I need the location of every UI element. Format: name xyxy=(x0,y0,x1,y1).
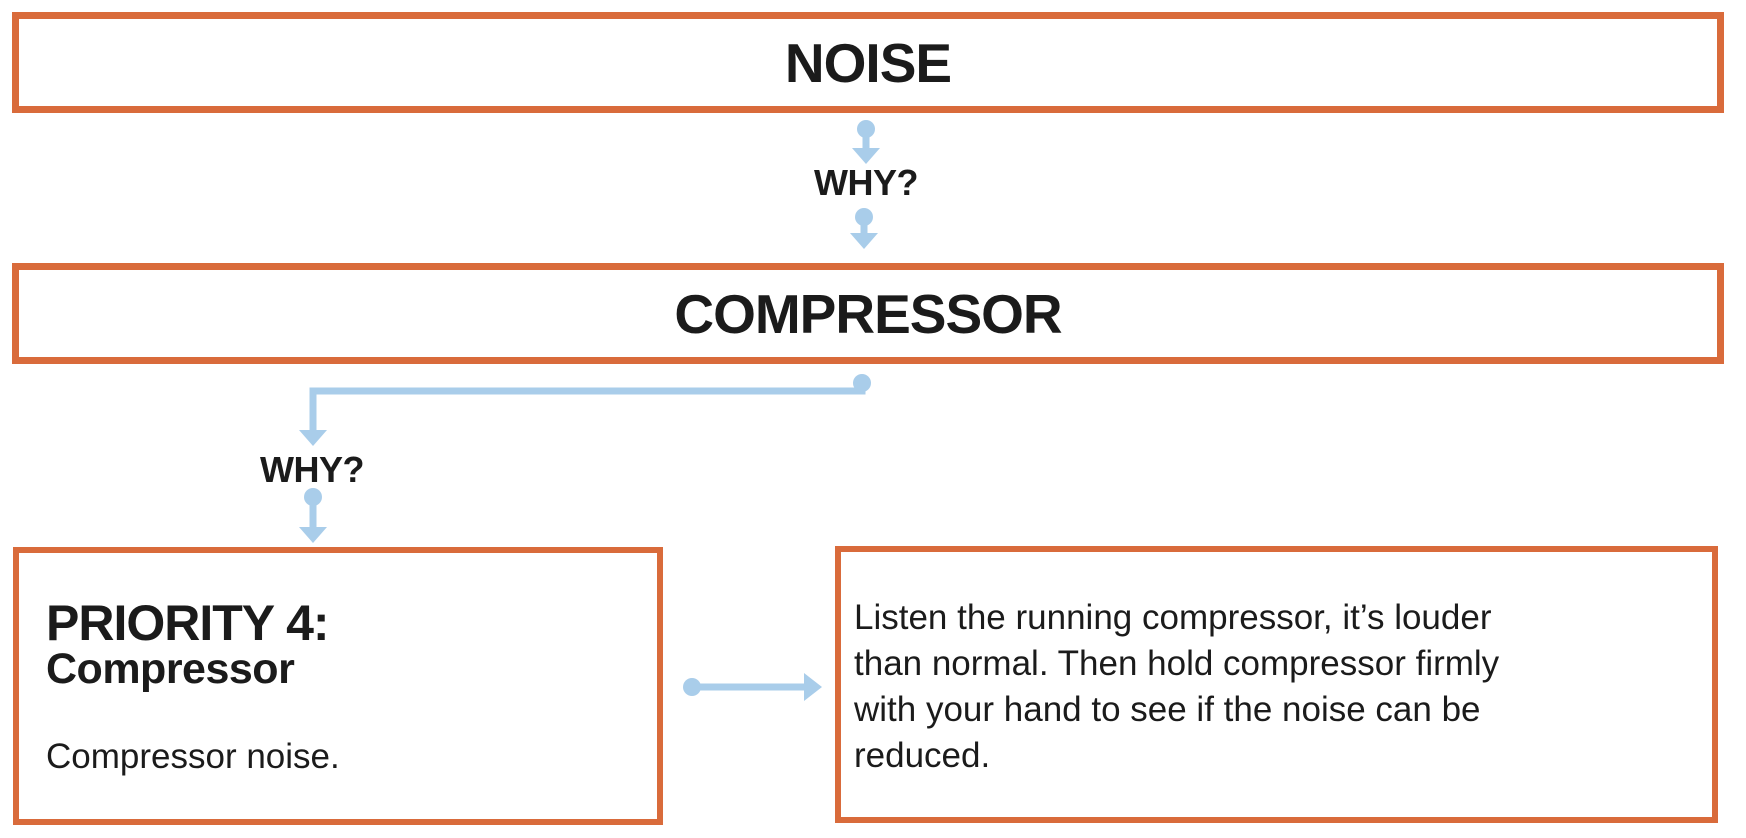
compressor-cause-box: COMPRESSOR xyxy=(12,263,1724,364)
compressor-cause-label: COMPRESSOR xyxy=(674,282,1062,345)
arrow-right-icon xyxy=(683,673,822,701)
action-instruction-line: than normal. Then hold compressor firmly xyxy=(854,644,1500,683)
action-instruction-line: reduced. xyxy=(854,736,991,775)
arrow-down-icon xyxy=(850,208,878,249)
priority-box: PRIORITY 4: Compressor Compressor noise. xyxy=(13,547,663,825)
priority-description: Compressor noise. xyxy=(46,737,340,776)
action-instruction-line: with your hand to see if the noise can b… xyxy=(854,690,1481,729)
action-instruction-box: Listen the running compressor, it’s loud… xyxy=(835,546,1718,823)
priority-title: PRIORITY 4: xyxy=(46,595,330,651)
noise-symptom-box: NOISE xyxy=(12,12,1724,113)
noise-symptom-label: NOISE xyxy=(784,31,952,94)
action-instruction-line: Listen the running compressor, it’s loud… xyxy=(854,598,1492,637)
why-label-top: WHY? xyxy=(814,162,918,203)
why-label-left: WHY? xyxy=(260,449,364,490)
arrow-down-icon xyxy=(852,120,880,164)
priority-subtitle: Compressor xyxy=(46,645,295,693)
arrow-down-icon xyxy=(299,488,327,543)
elbow-connector-icon xyxy=(299,374,871,446)
